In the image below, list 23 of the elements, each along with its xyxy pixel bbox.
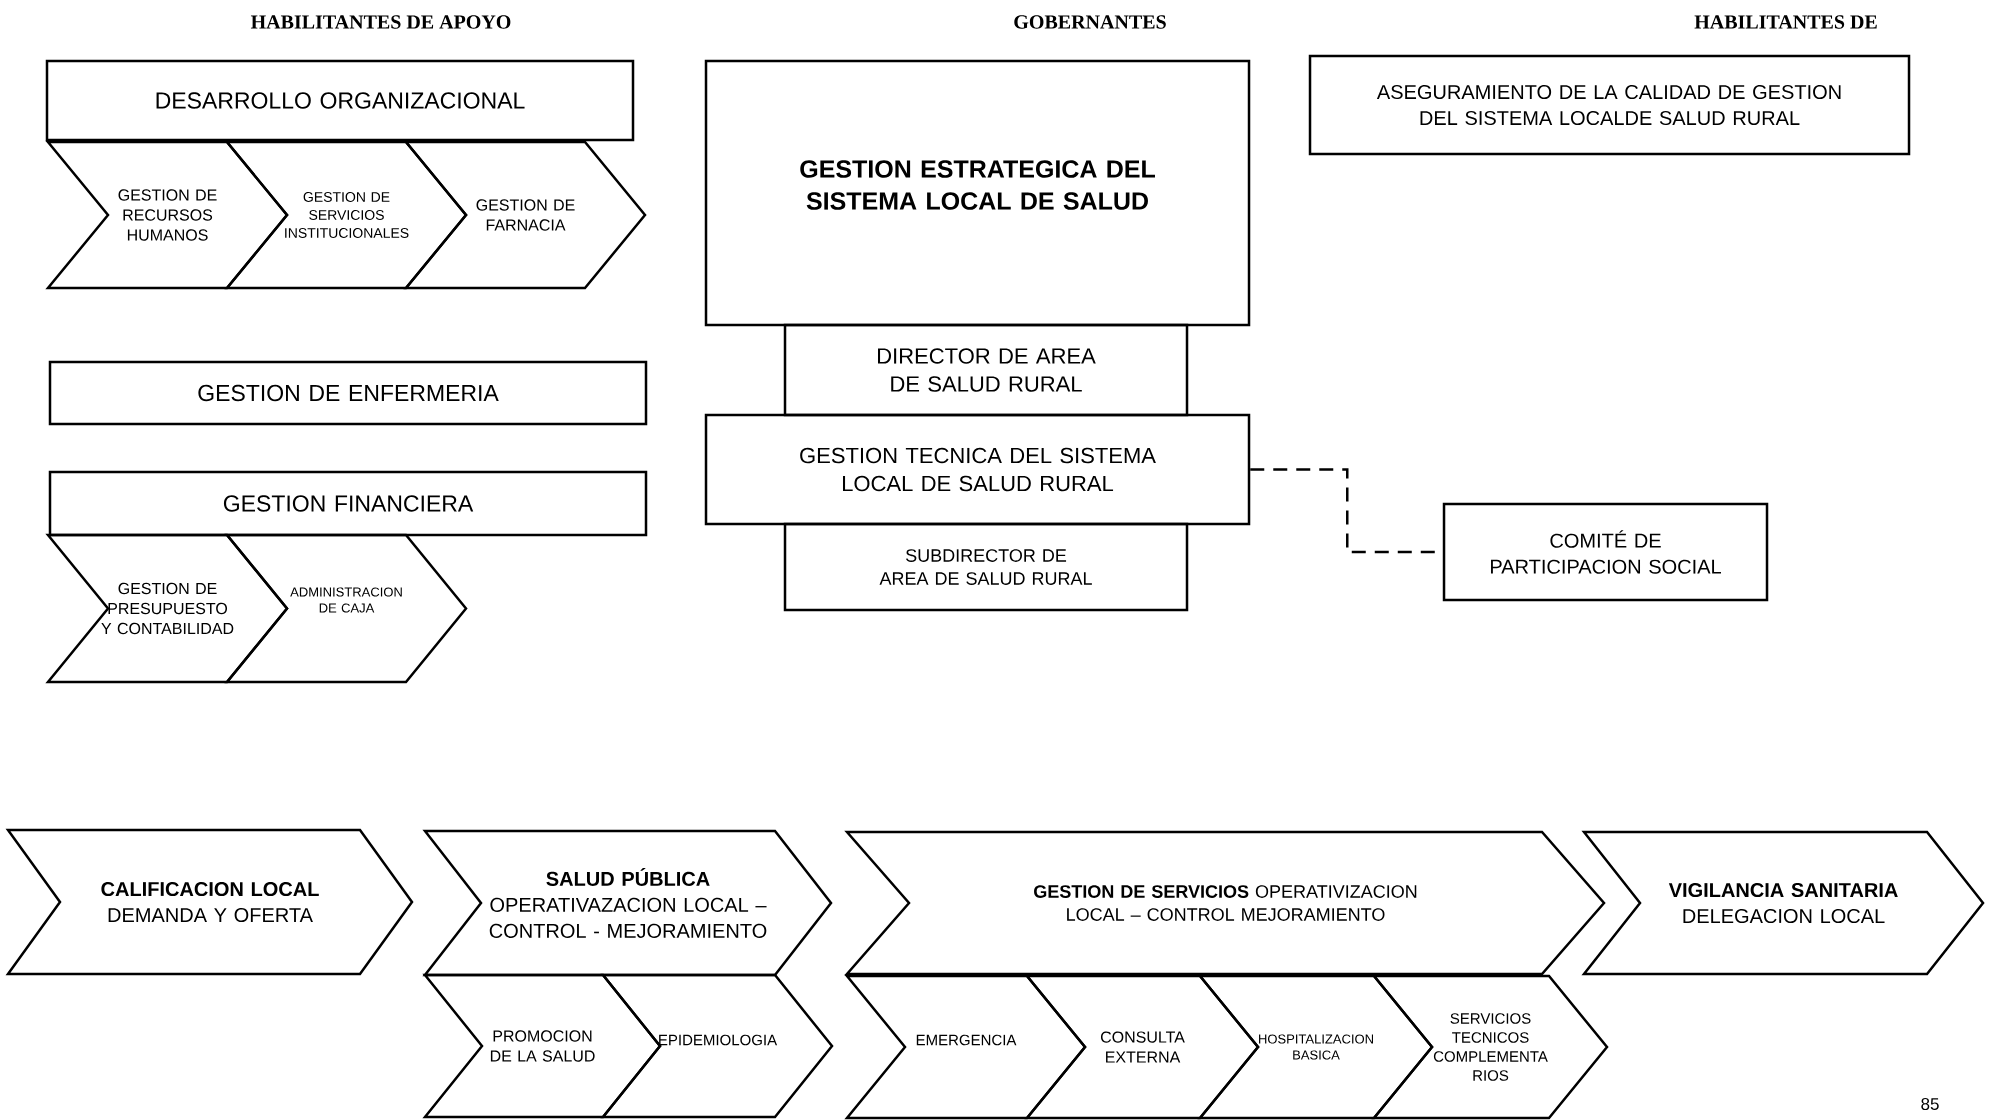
chevron-box: CALIFICACION LOCAL DEMANDA Y OFERTA: [5, 828, 414, 976]
process-box: GESTION FINANCIERA: [48, 470, 648, 537]
chevron-box: GESTION DE SERVICIOS OPERATIVIZACION LOCAL – CONTROL MEJORAMIENTO: [844, 830, 1606, 976]
chevron-box: GESTION DE SERVICIOS INSTITUCIONALES: [224, 140, 468, 290]
chevron-box: EPIDEMIOLOGIA: [600, 973, 834, 1119]
process-box: GESTION TECNICA DEL SISTEMA LOCAL DE SALUD RURAL: [704, 413, 1251, 526]
chevron-box: HOSPITALIZACION BASICA: [1197, 974, 1434, 1120]
process-box: DESARROLLO ORGANIZACIONAL: [45, 59, 635, 142]
process-box: DIRECTOR DE AREA DE SALUD RURAL: [783, 323, 1189, 417]
process-box: COMITÉ DE PARTICIPACION SOCIAL: [1442, 502, 1769, 602]
section-heading: HABILITANTES DE: [1694, 15, 1877, 29]
process-box: SUBDIRECTOR DE AREA DE SALUD RURAL: [783, 522, 1189, 612]
section-heading: GOBERNANTES: [1014, 15, 1166, 29]
process-box: ASEGURAMIENTO DE LA CALIDAD DE GESTION DEL SISTEMA LOCALDE SALUD RURAL: [1308, 54, 1911, 156]
process-box: GESTION ESTRATEGICA DEL SISTEMA LOCAL DE SALUD: [704, 59, 1251, 327]
page-number: 85: [1921, 1098, 1939, 1111]
chevron-box: GESTION DE PRESUPUESTO Y CONTABILIDAD: [45, 533, 289, 684]
chevron-box: EMERGENCIA: [844, 974, 1087, 1120]
section-heading: HABILITANTES DE APOYO: [250, 15, 511, 29]
chevron-box: SALUD PÚBLICA OPERATIVAZACION LOCAL – CONTROL - MEJORAMIENTO: [422, 829, 833, 977]
process-box: GESTION DE ENFERMERIA: [48, 360, 648, 426]
chevron-box: VIGILANCIA SANITARIA DELEGACION LOCAL: [1581, 830, 1985, 976]
chevron-box: CONSULTA EXTERNA: [1024, 974, 1260, 1120]
